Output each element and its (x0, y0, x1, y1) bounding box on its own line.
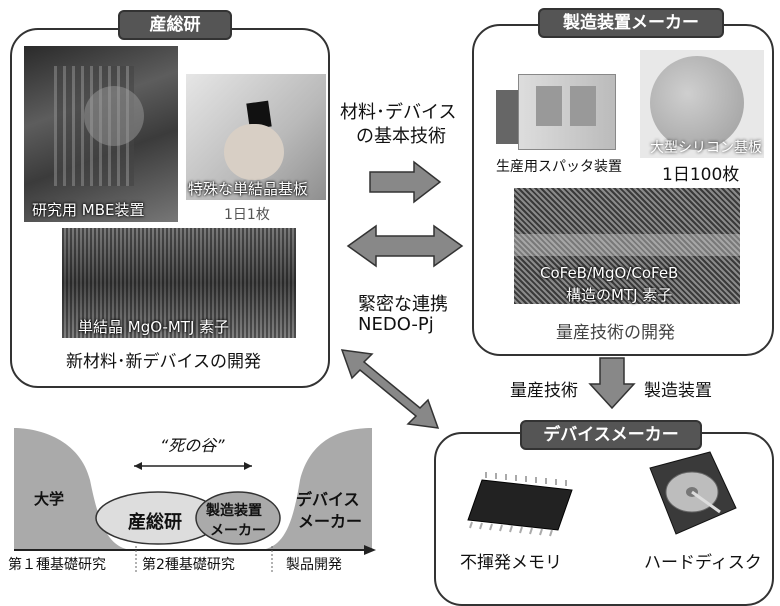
mbe-caption: 研究用 MBE装置 (32, 201, 145, 219)
valley-equip-1: 製造装置 (206, 503, 262, 519)
down-arrow-icon (588, 357, 636, 410)
mass-prod-tech-label: 量産技術 (510, 381, 578, 401)
collab-label-2: NEDO-Pj (358, 314, 434, 335)
valley-device-2: メーカー (298, 512, 363, 531)
axis-label-3: 製品開発 (286, 557, 342, 573)
cofeb-tem-image (514, 188, 740, 304)
double-arrow-icon (346, 224, 464, 268)
mfg-equipment-label: 製造装置 (644, 381, 712, 401)
cofeb-caption-1: CoFeB/MgO/CoFeB (540, 264, 679, 282)
wafer-photo (640, 50, 764, 158)
substrate-caption: 特殊な単結晶基板 (188, 180, 309, 198)
sputter-caption: 生産用スパッタ装置 (496, 159, 622, 175)
basic-tech-label-1: 材料･デバイス (340, 102, 457, 123)
valley-title: “死の谷” (160, 436, 225, 455)
collab-label-1: 緊密な連携 (358, 294, 448, 315)
right-arrow-icon (369, 160, 442, 204)
aist-footer: 新材料･新デバイスの開発 (66, 352, 261, 372)
substrate-rate: 1日1枚 (224, 207, 270, 223)
valley-university: 大学 (34, 490, 65, 508)
device-maker-tag: デバイスメーカー (520, 420, 702, 450)
aist-tag: 産総研 (118, 10, 232, 40)
sputter-photo (488, 54, 618, 154)
mbe-photo (24, 46, 178, 222)
wafer-rate: 1日100枚 (662, 165, 740, 185)
valley-aist: 産総研 (128, 512, 182, 533)
maker-footer: 量産技術の開発 (556, 323, 675, 343)
axis-label-1: 第１種基礎研究 (8, 557, 106, 573)
valley-diagram (14, 428, 376, 574)
memory-caption: 不揮発メモリ (460, 553, 562, 573)
cofeb-caption-2: 構造のMTJ 素子 (566, 286, 673, 304)
hard-disk-icon (649, 451, 737, 535)
mtj-tem-image (62, 228, 296, 338)
basic-tech-label-2: の基本技術 (356, 126, 446, 147)
valley-equip-2: メーカー (210, 523, 266, 539)
axis-label-2: 第2種基礎研究 (142, 557, 235, 573)
wafer-caption: 大型シリコン基板 (650, 140, 762, 156)
memory-chip-icon (467, 472, 573, 537)
diagonal-double-arrow-icon (340, 349, 440, 429)
mtj-caption: 単結晶 MgO-MTJ 素子 (78, 318, 230, 336)
valley-device-1: デバイス (296, 490, 360, 509)
maker-tag: 製造装置メーカー (538, 8, 724, 38)
substrate-photo (186, 74, 326, 200)
hdd-caption: ハードディスク (644, 553, 762, 573)
